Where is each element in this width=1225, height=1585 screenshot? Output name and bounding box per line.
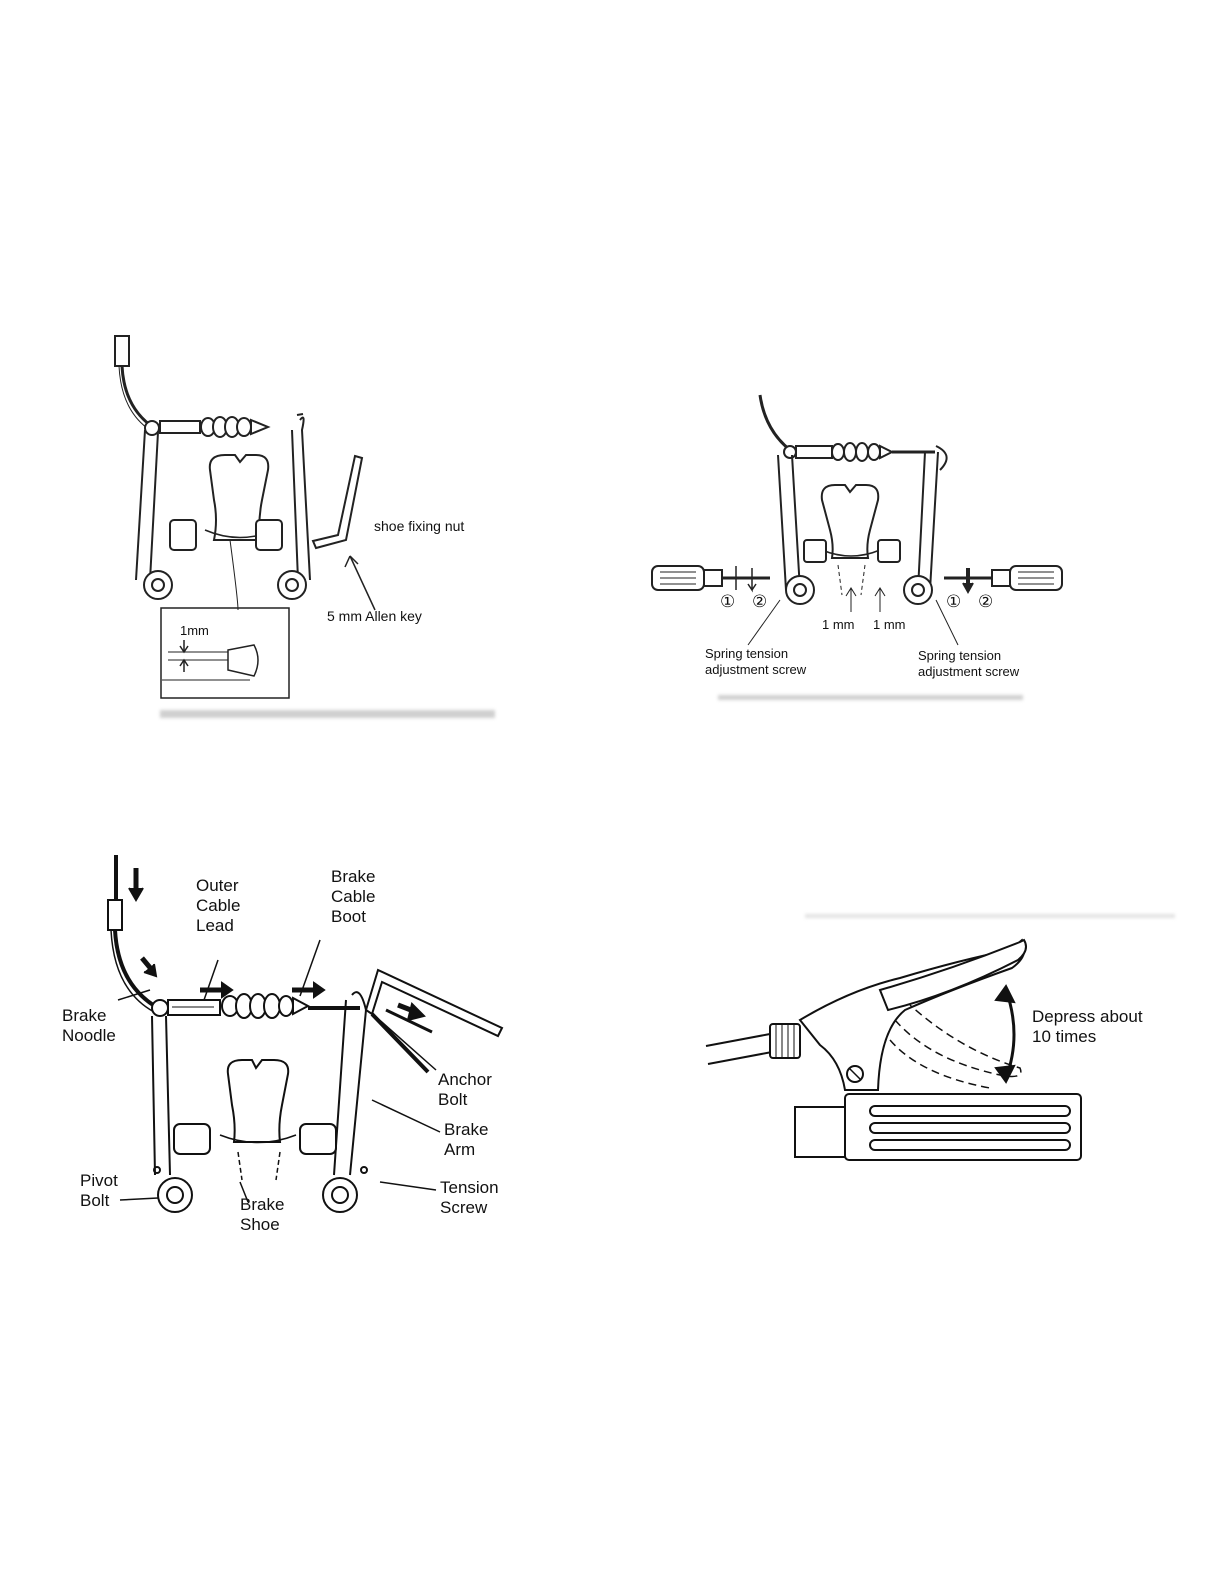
depress-arrow [1006, 990, 1014, 1078]
panel-brake-lever: Depress about 10 times [0, 0, 1225, 1260]
lever-cable [706, 1034, 772, 1064]
lever-depressed-outline [895, 1005, 1021, 1076]
label-depress-times: Depress about 10 times [1032, 1007, 1143, 1047]
barrel-adjuster [770, 1024, 800, 1058]
handlebar [795, 1107, 847, 1157]
brake-lever-diagram [0, 0, 1225, 1260]
